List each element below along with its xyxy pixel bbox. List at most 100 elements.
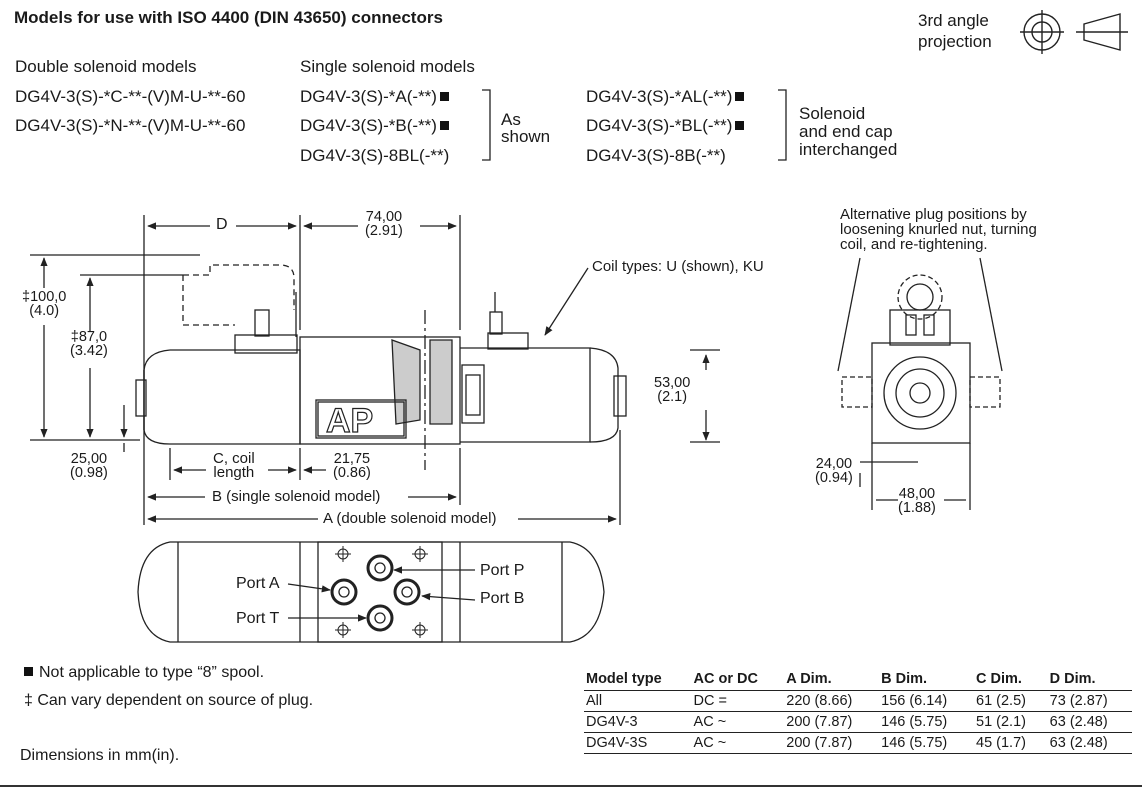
double-model-2: DG4V-3(S)-*N-**-(V)M-U-**-60 [15,116,246,135]
dim-A-label: A (double solenoid model) [323,510,497,527]
valve-end-view [841,274,1001,510]
port-t-label: Port T [236,610,280,627]
table-cell: 146 (5.75) [879,732,974,754]
dim-25-label: 25,00(0.98) [70,451,108,481]
table-cell: 200 (7.87) [784,711,880,733]
dim-74-in: (2.91) [365,223,403,239]
table-cell: DG4V-3 [584,711,692,733]
table-cell: 63 (2.48) [1047,732,1132,754]
table-header: A Dim. [784,669,880,691]
table-header: C Dim. [974,669,1048,691]
dim-2175-label: 21,75(0.86) [333,452,371,481]
square-marker-icon [439,92,449,101]
single-model-2-text: DG4V-3(S)-*B(-**) [300,116,437,135]
dim-48-mm: 48,00 [898,486,936,502]
dim-24-in: (0.94) [815,470,853,486]
note-dagger: ‡ Can vary dependent on source of plug. [24,692,314,709]
port-a-label: Port A [236,575,280,592]
table-row: DG4V-3S AC ~ 200 (7.87) 146 (5.75) 45 (1… [584,732,1132,754]
note-square: Not applicable to type “8” spool. [24,664,264,682]
port-p-label: Port P [480,562,525,579]
alt-plug-line3: coil, and re-tightening. [840,236,988,253]
alt-plug-line1: Alternative plug positions by [840,206,1027,223]
single-model-1: DG4V-3(S)-*A(-**) [300,87,449,107]
interchanged-model-1-text: DG4V-3(S)-*AL(-**) [586,87,733,106]
bottom-divider [0,785,1142,787]
dim-48-in: (1.88) [898,500,936,516]
dim-100-label: ‡100,0(4.0) [22,289,67,319]
alt-plug-leaders [837,257,1003,372]
table-cell: AC ~ [691,732,785,754]
as-shown-line1: As [501,110,521,129]
table-row: All DC = 220 (8.66) 156 (6.14) 61 (2.5) … [584,690,1132,712]
note-square-text: Not applicable to type “8” spool. [39,664,265,681]
table-header: B Dim. [879,669,974,691]
table-cell: DG4V-3S [584,732,692,754]
table-cell: 45 (1.7) [974,732,1048,754]
table-header-row: Model type AC or DC A Dim. B Dim. C Dim.… [584,669,1132,691]
dim-24-mm: 24,00 [815,456,853,472]
interchanged-bracket [778,89,787,161]
as-shown-label: As shown [501,111,550,145]
dim-25-mm: 25,00 [70,451,108,467]
dim-53-mm: 53,00 [654,375,691,391]
table-cell: DC = [691,690,785,712]
projection-label-line1: 3rd angle [918,11,989,30]
interchanged-model-3: DG4V-3(S)-8B(-**) [586,146,726,165]
square-marker-icon [439,121,449,130]
table-cell: 156 (6.14) [879,690,974,712]
single-model-1-text: DG4V-3(S)-*A(-**) [300,87,437,106]
dim-53-in: (2.1) [657,389,688,405]
projection-label-line2: projection [918,32,992,51]
dim-25-in: (0.98) [70,465,108,481]
dimensions-table: Model type AC or DC A Dim. B Dim. C Dim.… [584,669,1132,754]
single-model-3: DG4V-3(S)-8BL(-**) [300,146,450,165]
table-cell: 61 (2.5) [974,690,1048,712]
coil-types-label: Coil types: U (shown), KU [592,258,764,275]
dim-2175-in: (0.86) [333,465,371,481]
interchanged-label: Solenoid and end cap interchanged [799,105,897,159]
table-row: DG4V-3 AC ~ 200 (7.87) 146 (5.75) 51 (2.… [584,711,1132,733]
table-cell: 51 (2.1) [974,711,1048,733]
as-shown-bracket [482,89,491,161]
valve-side-view: AP [30,215,720,525]
dim-100-in: (4.0) [29,303,60,319]
page-title: Models for use with ISO 4400 (DIN 43650)… [14,8,443,27]
table-cell: All [584,690,692,712]
dim-87-label: ‡87,0(3.42) [70,329,108,359]
square-marker-icon [24,667,33,676]
alt-plug-line2: loosening knurled nut, turning [840,221,1037,238]
third-angle-projection-symbol [1020,10,1128,54]
dim-C-line2: length [213,464,255,481]
single-solenoid-heading: Single solenoid models [300,57,475,76]
dim-D-label: D [216,216,228,233]
interchanged-model-2-text: DG4V-3(S)-*BL(-**) [586,116,733,135]
dim-B-label: B (single solenoid model) [212,488,381,505]
alt-plug-note: Alternative plug positions by loosening … [840,207,1037,252]
body-logo: AP [326,402,373,440]
valve-plan-view [137,541,605,643]
double-model-1: DG4V-3(S)-*C-**-(V)M-U-**-60 [15,87,246,106]
interchanged-line2: and end cap [799,122,893,141]
table-cell: 73 (2.87) [1047,690,1132,712]
dim-74-mm: 74,00 [365,209,403,225]
table-cell: 220 (8.66) [784,690,880,712]
square-marker-icon [735,121,745,130]
double-solenoid-heading: Double solenoid models [15,57,197,76]
dim-87-in: (3.42) [70,343,108,359]
dim-48-label: 48,00(1.88) [898,486,936,516]
single-model-2: DG4V-3(S)-*B(-**) [300,116,449,136]
dim-100-mm: ‡100,0 [22,289,67,305]
dim-87-mm: ‡87,0 [70,329,108,345]
table-cell: AC ~ [691,711,785,733]
table-header: AC or DC [691,669,785,691]
as-shown-line2: shown [501,127,551,146]
dimensions-unit-note: Dimensions in mm(in). [20,747,180,764]
table-cell: 200 (7.87) [784,732,880,754]
square-marker-icon [735,92,745,101]
interchanged-line1: Solenoid [799,104,866,123]
dim-24-label: 24,00(0.94) [815,456,853,486]
table-cell: 146 (5.75) [879,711,974,733]
interchanged-model-1: DG4V-3(S)-*AL(-**) [586,87,745,107]
